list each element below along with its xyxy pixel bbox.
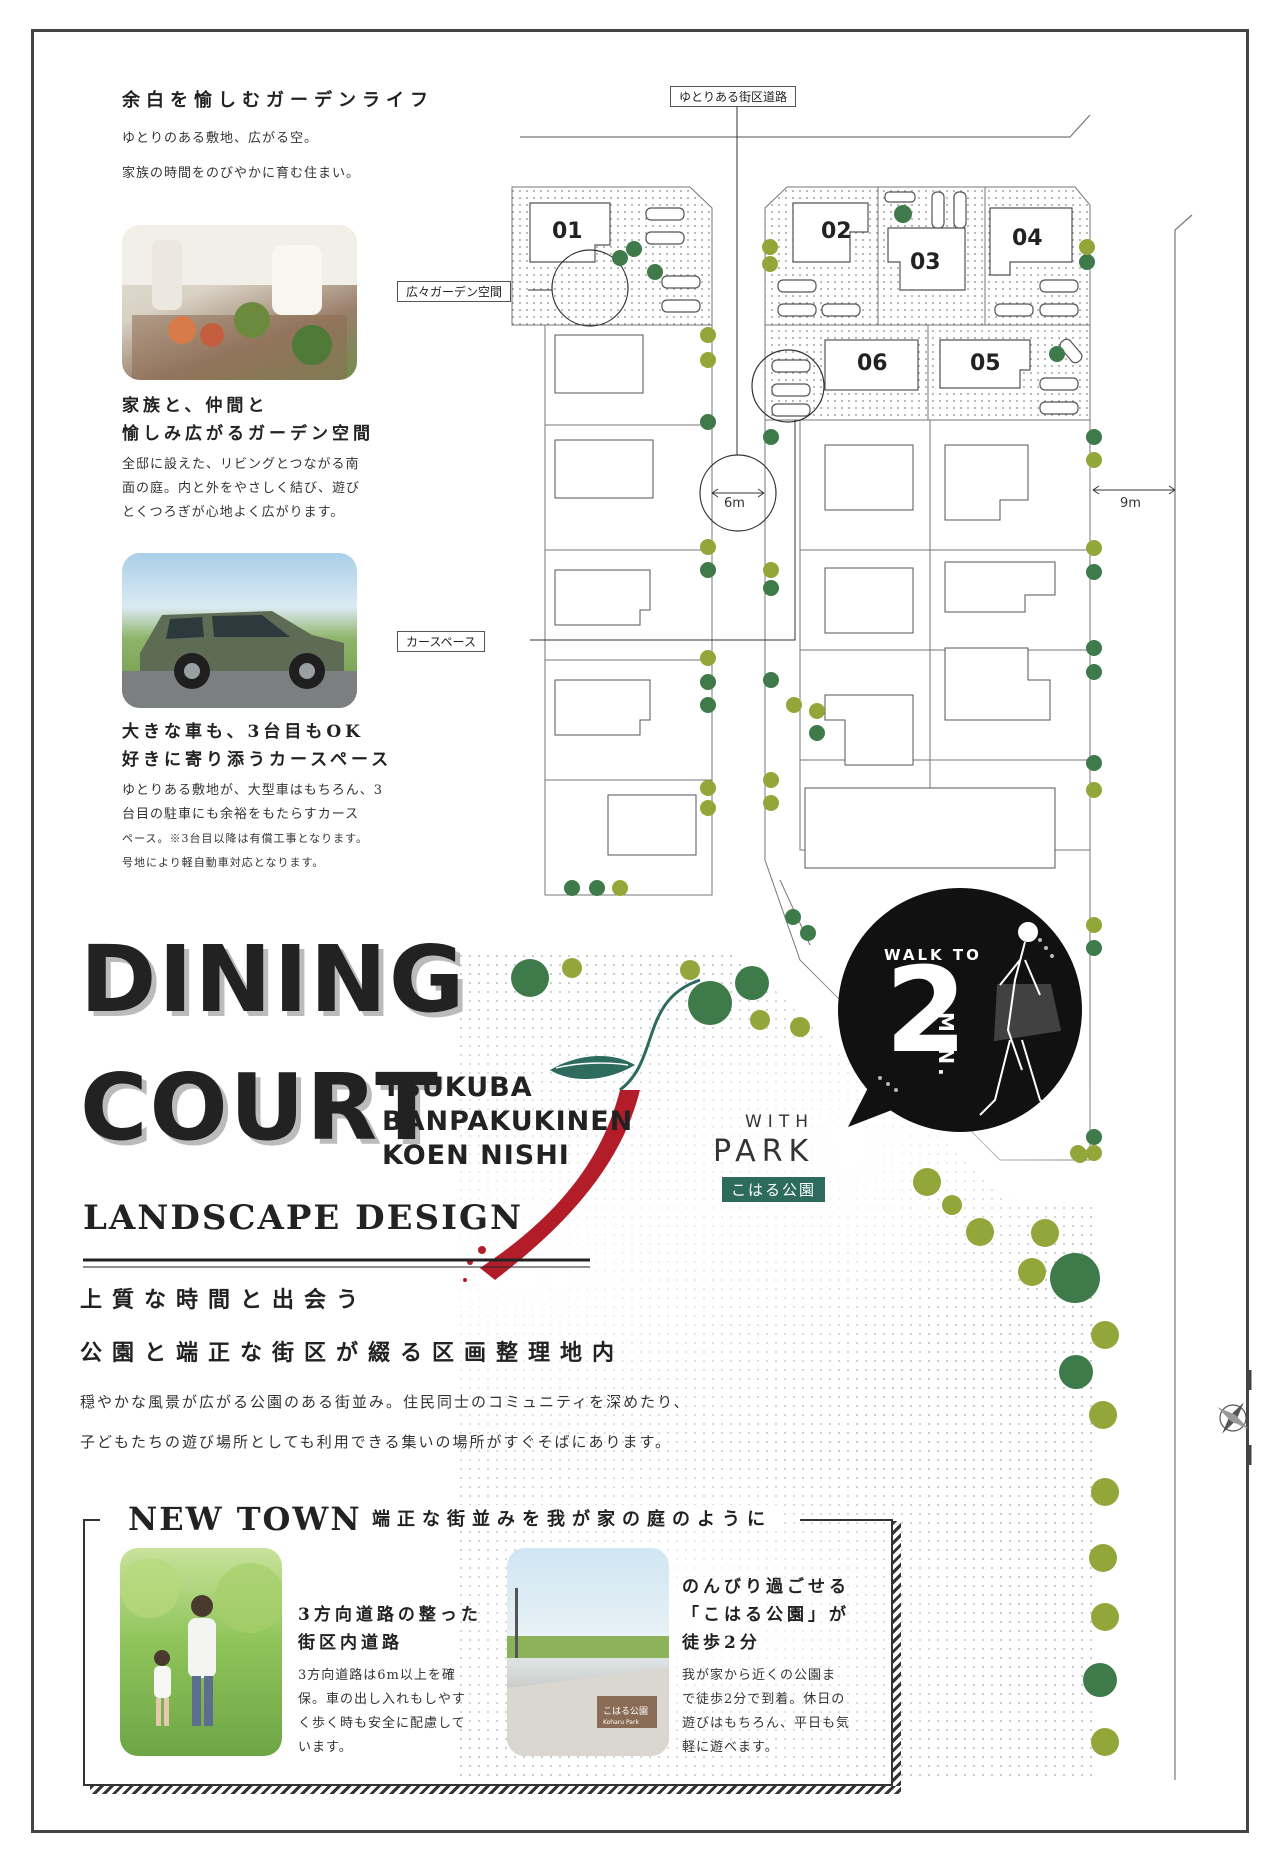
lead-line-2: 子どもたちの遊び場所としても利用できる集いの場所がすぐそばにあります。: [80, 1433, 673, 1451]
map-width-6m: 6m: [724, 496, 745, 511]
item2-desc-3: 遊びはもちろん、平日も気: [682, 1716, 851, 1731]
garden-desc-3: とくつろぎが心地よく広がります。: [122, 505, 345, 520]
newtown-sub: 端正な街並みを我が家の庭のように: [364, 1505, 780, 1531]
lot-number-03: 03: [910, 250, 941, 275]
lot-number-05: 05: [970, 351, 1001, 376]
car-icons: [645, 191, 1083, 417]
item2-title-3: 徒歩2分: [682, 1633, 761, 1653]
compass-icon: [1217, 1402, 1249, 1434]
item1-desc-1: 3方向道路は6m以上を確: [298, 1668, 456, 1683]
family-photo-image: [120, 1558, 282, 1726]
title-sub-tsukuba: TSUKUBA: [382, 1072, 533, 1103]
item2-title-2: 「こはる公園」が: [682, 1605, 850, 1625]
title-sub-banpaku: BANPAKUKINEN: [382, 1106, 634, 1137]
map-width-9m: 9m: [1120, 496, 1141, 511]
walking-woman-icon: [979, 922, 1062, 1116]
tree-dark-group: [511, 205, 1117, 1697]
park-label: PARK: [713, 1134, 815, 1169]
tree-light-group: [562, 239, 1119, 1756]
item2-desc-1: 我が家から近くの公園ま: [682, 1668, 837, 1683]
title-dining: DINING: [80, 926, 467, 1033]
newtown-box: [83, 1519, 893, 1786]
garden-card-title-1: 家族と、仲間と: [122, 396, 269, 416]
item2-title-1: のんびり過ごせる: [682, 1577, 850, 1597]
park-name-badge: こはる公園: [722, 1177, 826, 1202]
lot-number-02: 02: [821, 219, 852, 244]
car-photo-image: [122, 611, 357, 708]
garden-desc-1: 全邸に設えた、リビングとつながる南: [122, 457, 360, 472]
walk-to-label: WALK TO: [884, 946, 982, 964]
garden-photo-image: [122, 225, 357, 380]
car-desc-2: 台目の駐車にも余裕をもたらすカース: [122, 807, 360, 822]
garden-callout-circle: [551, 249, 629, 327]
road-callout-circle: [699, 454, 777, 532]
item1-desc-3: く歩く時も安全に配慮して: [298, 1716, 466, 1731]
newtown-heading: NEW TOWN: [120, 1500, 370, 1538]
park-photo-image: こはる公園 Koharu Park: [507, 1588, 669, 1756]
page-frame: [31, 29, 1249, 1833]
item2-desc-2: で徒歩2分で到着。休日の: [682, 1692, 846, 1707]
title-sub-koen: KOEN NISHI: [382, 1140, 570, 1171]
garden-desc-2: 面の庭。内と外をやさしく結び、遊び: [122, 481, 361, 496]
map-label-car: カースペース: [397, 631, 485, 652]
garden-line-1: ゆとりのある敷地、広がる空。: [122, 131, 319, 146]
car-callout-circle: [751, 349, 825, 423]
park-sign-en: Koharu Park: [603, 1719, 639, 1726]
item1-title-2: 街区内道路: [298, 1633, 403, 1653]
garden-card-title-2: 愉しみ広がるガーデン空間: [122, 424, 374, 444]
park-photo: こはる公園 Koharu Park: [507, 1548, 669, 1756]
car-title-1: 大きな車も、3台目もOK: [122, 722, 364, 742]
walk-number: 2: [885, 941, 968, 1079]
lead-line-1: 穏やかな風景が広がる公園のある街並み。住民同士のコミュニティを深めたり、: [80, 1393, 691, 1411]
map-label-garden: 広々ガーデン空間: [397, 281, 512, 302]
walk-bubble: [838, 888, 1082, 1132]
car-desc-4: 号地により軽自動車対応となります。: [122, 856, 325, 869]
newtown-stripe-bottom: [90, 1786, 901, 1794]
garden-line-2: 家族の時間をのびやかに育む住まい。: [122, 166, 361, 181]
car-desc-3: ペース。※3台目以降は有償工事となります。: [122, 832, 369, 845]
car-title-2: 好きに寄り添うカースペース: [122, 750, 393, 770]
map-label-road: ゆとりある街区道路: [670, 86, 797, 107]
park-sign-text: こはる公園: [603, 1706, 648, 1717]
with-label: WITH: [745, 1112, 814, 1132]
item1-desc-4: います。: [298, 1740, 353, 1755]
garden-photo: [122, 225, 357, 380]
family-photo: [120, 1548, 282, 1756]
item1-desc-2: 保。車の出し入れもしやす: [298, 1692, 466, 1707]
item1-title-1: 3方向道路の整った: [298, 1605, 482, 1625]
car-desc-1: ゆとりある敷地が、大型車はもちろん、3: [122, 783, 384, 798]
lot-number-04: 04: [1012, 226, 1043, 251]
lot-number-06: 06: [857, 351, 888, 376]
landscape-design-title: LANDSCAPE DESIGN: [83, 1198, 524, 1238]
catch-line-2: 公園と端正な街区が綴る区画整理地内: [80, 1340, 625, 1366]
right-road-line: [1174, 214, 1193, 1780]
item2-desc-4: 軽に遊べます。: [682, 1740, 779, 1755]
car-photo: [122, 553, 357, 708]
lot-number-01: 01: [552, 219, 583, 244]
top-road-line: [520, 114, 1091, 138]
catch-line-1: 上質な時間と出会う: [80, 1287, 369, 1313]
title-court: COURT: [80, 1054, 440, 1161]
walk-unit: MIN.: [934, 1012, 958, 1080]
newtown-stripe-right: [893, 1521, 901, 1786]
garden-heading: 余白を愉しむガーデンライフ: [122, 90, 434, 111]
